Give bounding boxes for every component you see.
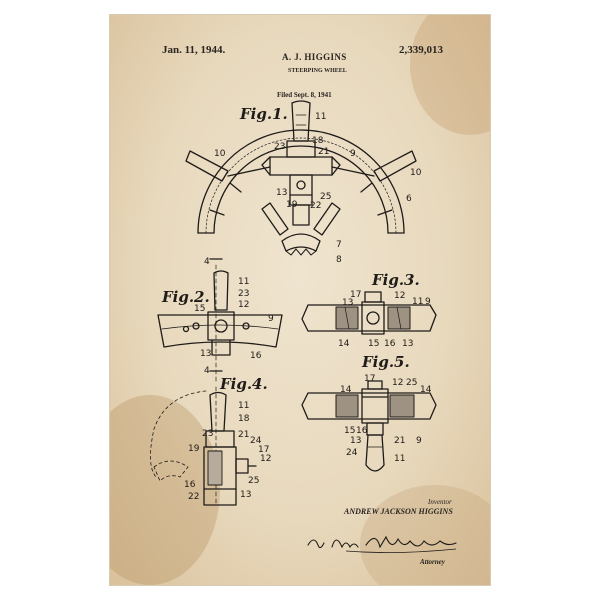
fig3-knob [364,291,382,303]
top-handle [291,100,311,142]
fig2-label: Fig.2. [161,288,210,306]
paper-stain [110,395,220,585]
ref-numeral: 25 [248,476,259,486]
ref-numeral: 25 [320,192,331,202]
patent-poster: Jan. 11, 1944. A. J. HIGGINS 2,339,013 S… [110,15,490,585]
ref-numeral: 9 [416,436,422,446]
ref-numeral: 18 [238,414,250,424]
ref-numeral: 12 [260,454,271,464]
ref-numeral: 24 [250,436,262,446]
patent-title: STEERPING WHEEL [288,68,347,74]
ref-numeral: 9 [425,297,431,307]
ref-numeral: 7 [336,240,342,250]
patent-filed-date: Filed Sept. 8, 1941 [277,91,332,99]
ref-numeral: 23 [238,289,249,299]
wheel-rim-inner [213,145,389,234]
attorney-label: Attorney [420,558,445,566]
ref-numeral: 24 [346,448,358,458]
ref-numeral: 9 [350,149,356,159]
ref-numeral: 21 [394,436,405,446]
ref-numeral: 19 [286,200,298,210]
patent-inventor-header: A. J. HIGGINS [282,52,347,62]
ref-numeral: 16 [384,339,396,349]
fig3-section-drawing [301,291,437,335]
fig4-section-drawing [150,386,257,506]
ref-numeral: 12 [238,300,249,310]
ref-numeral: 12 [392,378,403,388]
ref-numeral: 21 [318,147,329,157]
ref-numeral: 14 [340,385,352,395]
ref-numeral: 8 [336,255,342,265]
ref-numeral: 4 [204,257,210,267]
fig3-rim [301,304,437,332]
ref-numeral: 13 [200,349,211,359]
inventor-label: Inventor [428,498,452,506]
ref-numeral: 15 [194,304,205,314]
ref-numeral: 15 [368,339,379,349]
fig4-handle [209,391,227,432]
ref-numeral: 19 [188,444,200,454]
ref-numeral: 13 [276,188,287,198]
ref-numeral: 13 [350,436,361,446]
ref-numeral: 13 [402,339,413,349]
left-handle [185,150,229,182]
fig3-label: Fig.3. [371,271,420,289]
fig2-hub [207,311,235,341]
ref-numeral: 13 [342,298,353,308]
fig5-section-drawing [301,380,437,472]
inventor-name: ANDREW JACKSON HIGGINS [344,507,453,516]
fig2-section-drawing [157,258,283,384]
patent-date: Jan. 11, 1944. [162,44,226,56]
ref-numeral: 9 [268,314,274,324]
ref-numeral: 22 [310,201,321,211]
lower-right-spoke [313,202,341,236]
ref-numeral: 11 [238,401,249,411]
ref-numeral: 14 [338,339,350,349]
ref-numeral: 25 [406,378,417,388]
ref-numeral: 13 [240,490,251,500]
ref-numeral: 11 [394,454,405,464]
ref-numeral: 22 [188,492,199,502]
ref-numeral: 17 [350,290,361,300]
wheel-rim-outer [197,129,405,234]
ref-numeral: 14 [420,385,432,395]
attorney-signature [307,535,457,553]
lower-left-spoke [261,202,289,236]
fig2-handle [213,270,229,311]
bottom-boss [281,233,321,252]
hub-upper [286,140,316,158]
ref-numeral: 17 [258,445,269,455]
fig5-label: Fig.5. [361,353,410,371]
ref-numeral: 23 [274,142,285,152]
paper-stain [360,485,490,585]
fig1-label: Fig.1. [239,105,288,123]
ref-numeral: 11 [238,277,249,287]
ref-numeral: 18 [312,136,324,146]
patent-number: 2,339,013 [399,44,443,56]
ref-numeral: 16 [356,426,368,436]
ref-numeral: 17 [364,374,375,384]
fig5-rim [301,392,437,420]
right-handle [373,150,417,182]
ref-numeral: 15 [344,426,355,436]
hub-block [269,156,333,176]
fig5-handle [365,434,385,472]
ref-numeral: 21 [238,430,249,440]
ref-numeral: 10 [214,149,226,159]
ref-numeral: 12 [394,291,405,301]
ref-numeral: 11 [412,297,423,307]
ref-numeral: 16 [250,351,262,361]
ref-numeral: 4 [204,366,210,376]
ref-numeral: 16 [184,480,196,490]
ref-numeral: 10 [410,168,422,178]
patent-drawing: Fig.1. Fig.2. Fig.3. Fig.4. Fig.5. 11 10… [150,100,437,506]
fig4-label: Fig.4. [219,375,268,393]
fig2-rim [157,314,283,348]
ref-numeral: 6 [406,194,412,204]
fig1-wheel-drawing [185,100,417,256]
ref-numeral: 11 [315,112,326,122]
ref-numeral: 23 [202,429,213,439]
